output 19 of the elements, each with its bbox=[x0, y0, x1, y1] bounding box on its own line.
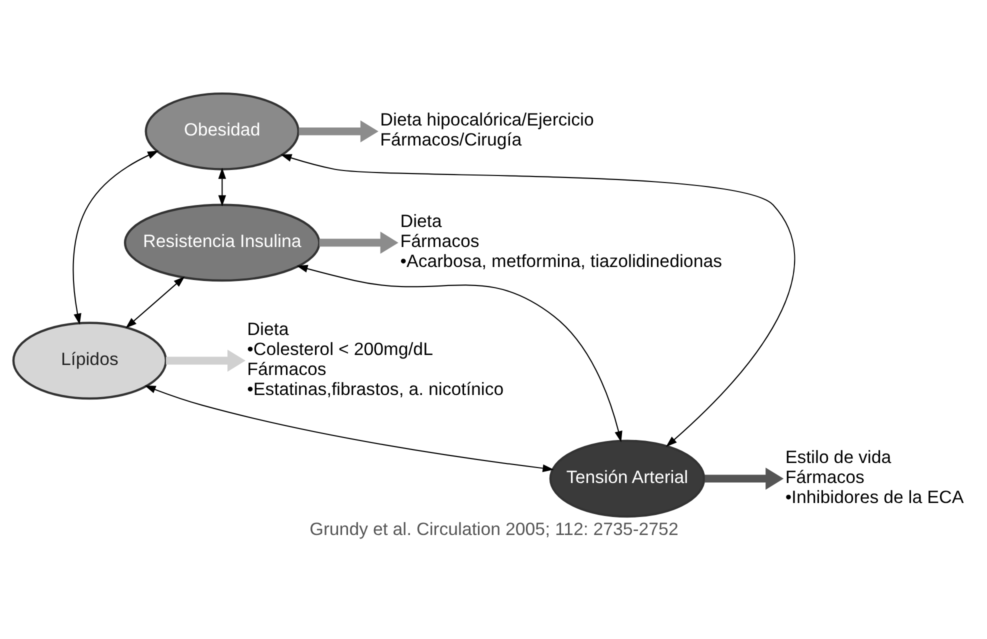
arrow bbox=[318, 232, 398, 254]
node-text: Dieta •Colesterol < 200mg/dL Fármacos •Estatinas,fibrastos, a. nicotínico bbox=[246, 318, 504, 399]
node-ellipse: Obesidad bbox=[144, 92, 299, 170]
arrow bbox=[165, 350, 245, 372]
arrow bbox=[125, 276, 184, 328]
arrow bbox=[72, 150, 158, 325]
arrow bbox=[280, 154, 795, 447]
caption: Grundy et al. Circulation 2005; 112: 2735-2752 bbox=[309, 519, 678, 540]
arrow bbox=[218, 168, 226, 206]
node-ellipse: Resistencia Insulina bbox=[123, 204, 320, 282]
node-text: Dieta Fármacos •Acarbosa, metformina, tiazolidinedionas bbox=[400, 210, 722, 271]
node-text: Estilo de vida Fármacos •Inhibidores de la ECA bbox=[784, 446, 964, 507]
node-ellipse: Lípidos bbox=[12, 322, 167, 400]
arrow bbox=[704, 468, 784, 490]
node-ellipse: Tensión Arterial bbox=[548, 440, 705, 518]
arrow bbox=[144, 386, 554, 472]
arrow bbox=[296, 264, 622, 442]
arrow bbox=[298, 120, 378, 142]
node-text: Dieta hipocalórica/Ejercicio Fármacos/Cirugía bbox=[380, 110, 594, 150]
